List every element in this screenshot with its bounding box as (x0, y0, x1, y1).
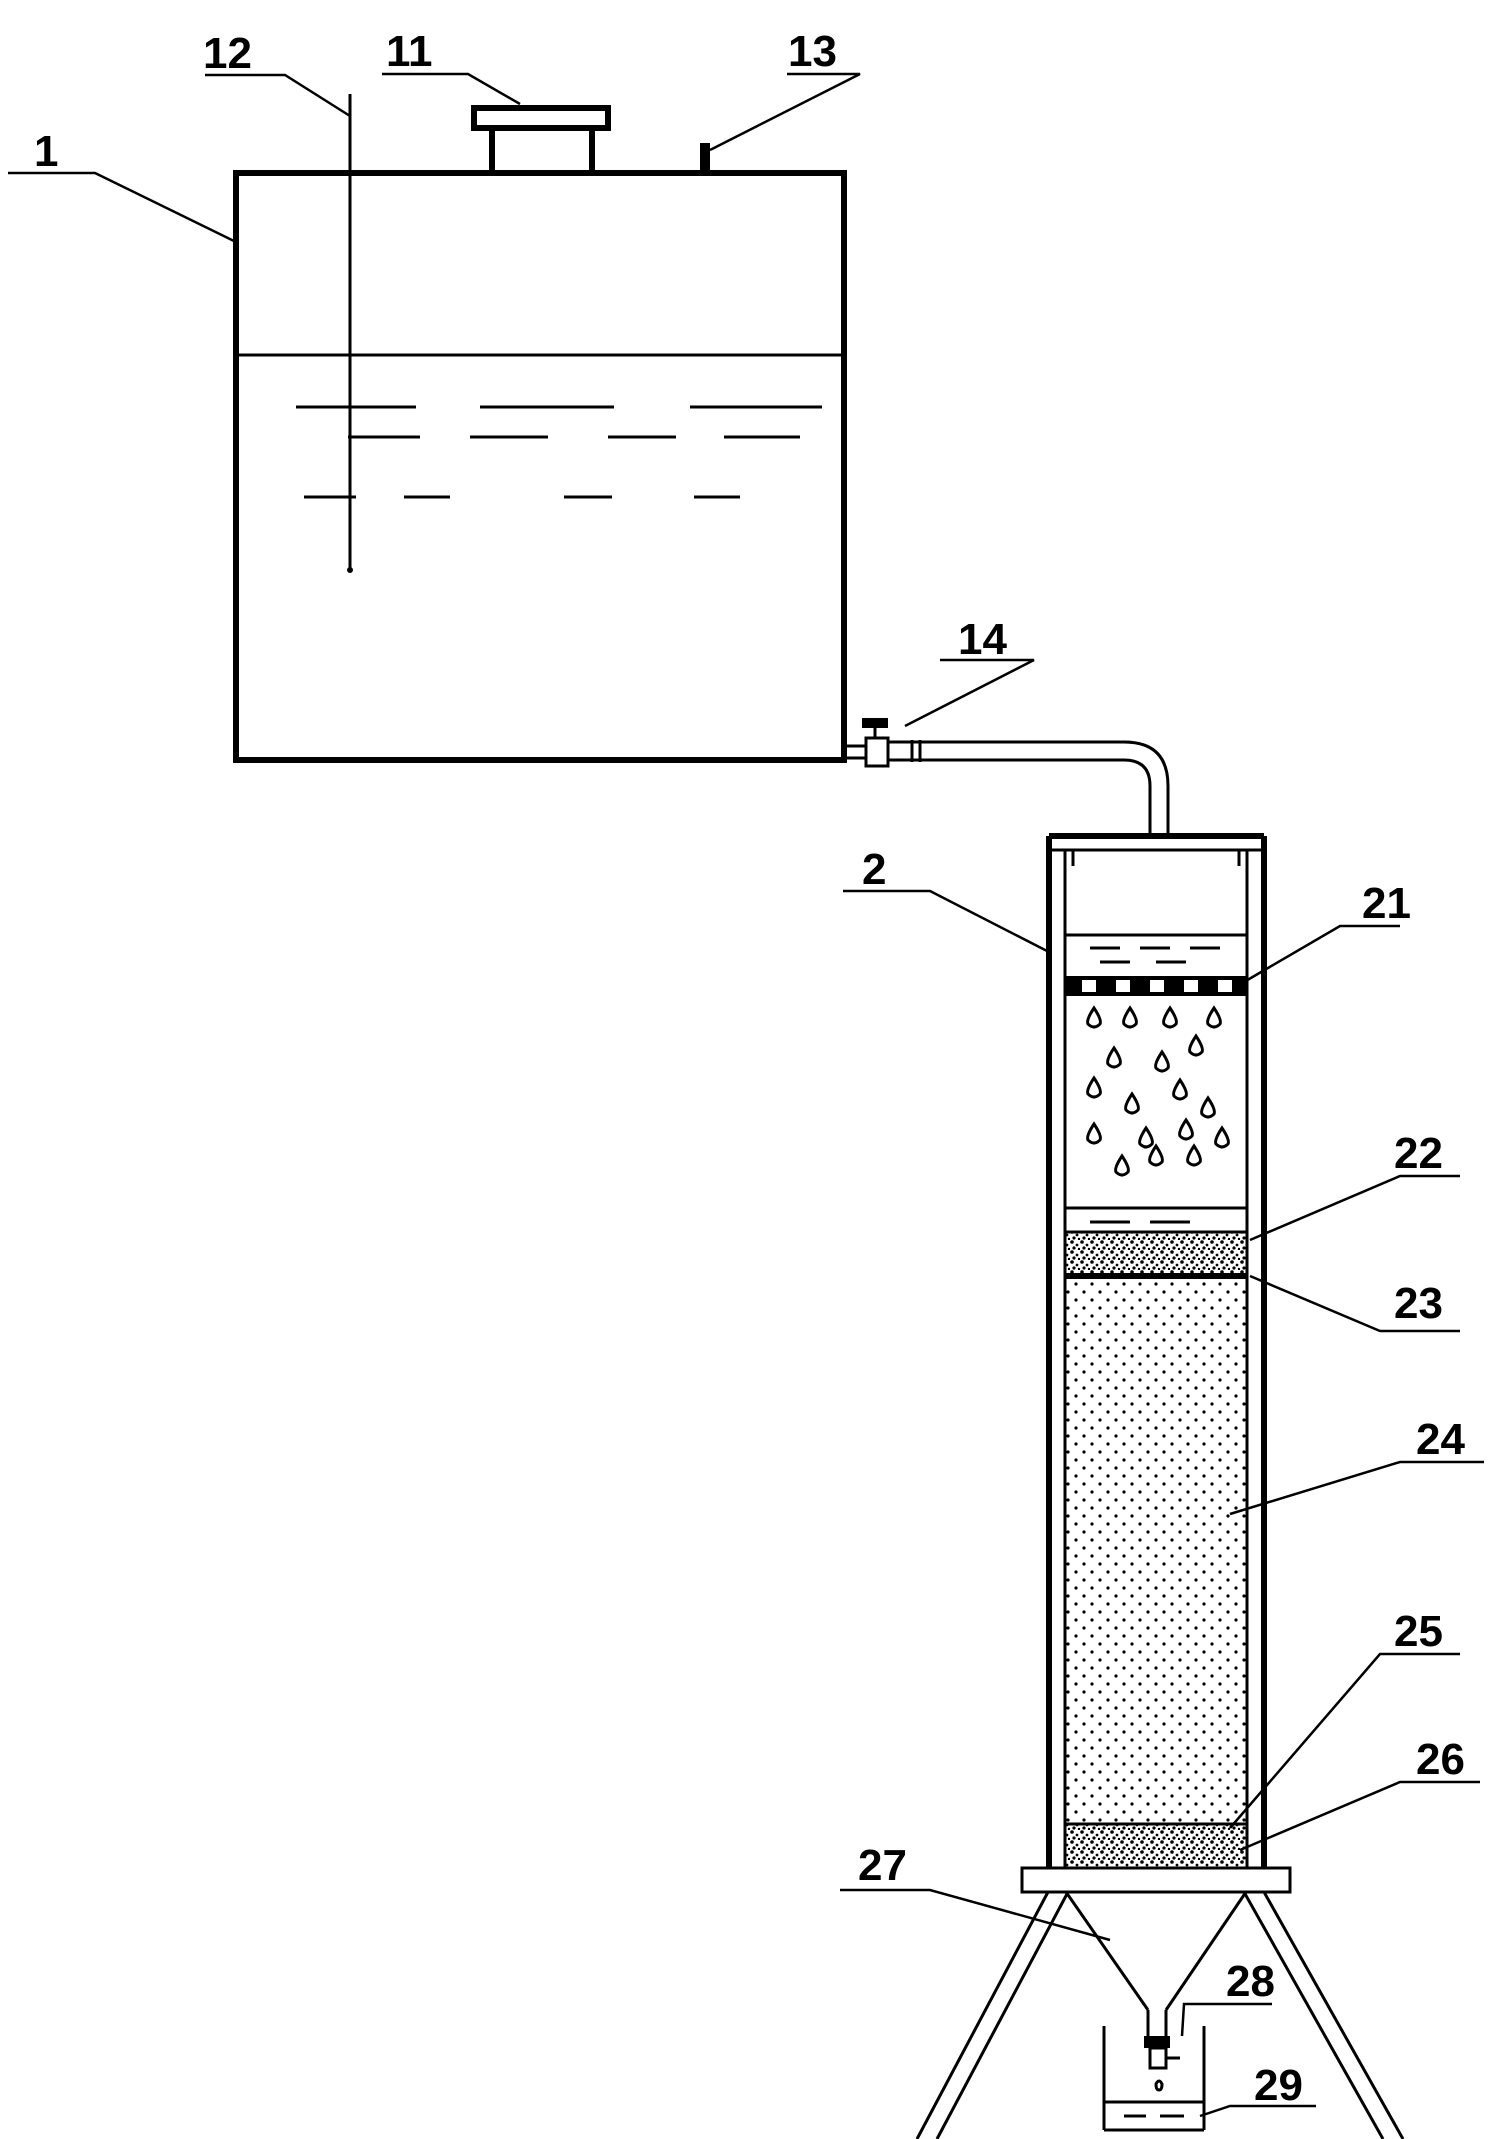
water-drop (1122, 1005, 1138, 1029)
label-29: 29 (1254, 2061, 1303, 2110)
water-drop (1154, 1049, 1170, 1073)
fine-media-layer-24 (1065, 1278, 1247, 1824)
water-drop (1086, 1005, 1102, 1029)
outlet-tap-28 (1144, 2036, 1180, 2092)
water-drop (1138, 1125, 1154, 1149)
distributor-plate-21 (1065, 976, 1247, 996)
water-drop (1086, 1075, 1102, 1099)
label-1: 1 (34, 127, 58, 176)
label-27: 27 (858, 1841, 907, 1890)
valve-14 (844, 718, 890, 768)
bottom-gravel-layer-26 (1065, 1824, 1247, 1868)
collecting-beaker-29 (1102, 2026, 1206, 2132)
water-drop (1172, 1077, 1188, 1101)
label-25: 25 (1394, 1607, 1443, 1656)
water-drop (1206, 1005, 1222, 1029)
label-11: 11 (386, 27, 433, 76)
label-28: 28 (1226, 1957, 1275, 2006)
water-drop (1186, 1143, 1202, 1167)
water-drop (1124, 1091, 1140, 1115)
support-legs (915, 1891, 1405, 2139)
water-drop (1214, 1125, 1230, 1149)
label-21: 21 (1362, 879, 1411, 928)
label-23: 23 (1394, 1279, 1443, 1328)
coarse-layer-22 (1065, 1232, 1247, 1276)
water-drop (1178, 1117, 1194, 1141)
label-13: 13 (788, 27, 837, 76)
tank-lid-11 (471, 105, 611, 173)
water-drop (1200, 1095, 1216, 1119)
tank-water-waves (296, 405, 822, 499)
connecting-pipe (888, 740, 1170, 836)
water-drop (1086, 1121, 1102, 1145)
water-droplets (1086, 1005, 1230, 1177)
label-22: 22 (1394, 1129, 1443, 1178)
tank-body (233, 170, 847, 763)
part-labels: 1 12 11 13 14 2 21 22 23 24 25 26 27 28 … (34, 27, 1465, 2110)
water-drop (1106, 1045, 1122, 1069)
label-12: 12 (203, 29, 252, 78)
filter-column (1020, 833, 1292, 1894)
water-drop (1188, 1033, 1204, 1057)
water-drop (1148, 1143, 1164, 1167)
water-drop (1162, 1005, 1178, 1029)
funnel-27 (1064, 1891, 1248, 2036)
water-drop (1114, 1153, 1130, 1177)
label-14: 14 (958, 615, 1007, 664)
water-tank (233, 94, 847, 763)
vent-nozzle-13 (700, 143, 710, 173)
leader-lines (8, 72, 1484, 2118)
label-26: 26 (1416, 1735, 1465, 1784)
label-24: 24 (1416, 1415, 1465, 1464)
label-2: 2 (862, 845, 886, 894)
